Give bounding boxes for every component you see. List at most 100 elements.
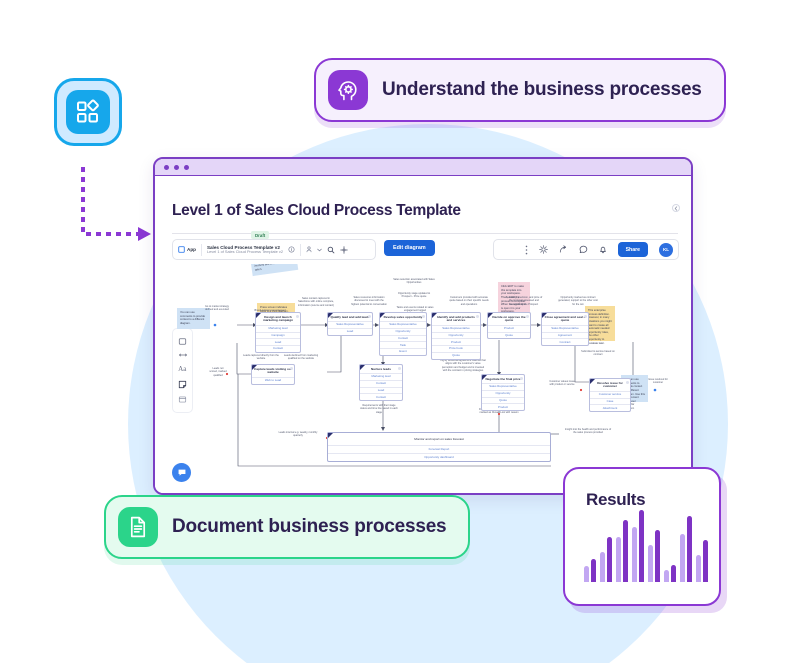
app-switcher-label: App <box>187 247 196 252</box>
frame-icon[interactable] <box>178 395 187 404</box>
app-switcher-button[interactable]: App <box>178 246 196 253</box>
results-bar-chart <box>584 510 708 582</box>
diagram-node[interactable]: Decide on approve the quote Product Quot… <box>487 312 531 340</box>
window-maximize-dot[interactable] <box>184 164 189 170</box>
document-subtitle: Level 1 of Sales Cloud Process Template … <box>206 248 283 254</box>
title-divider <box>172 233 678 234</box>
info-icon[interactable] <box>288 246 295 253</box>
edge-label: Customer values issue with product or se… <box>549 380 575 387</box>
bar <box>607 537 612 582</box>
diagram-node[interactable]: Capture leads visiting our website Web t… <box>251 364 295 385</box>
node-row: Opportunity <box>482 389 524 397</box>
bar <box>680 534 685 582</box>
bar <box>703 540 708 582</box>
bar <box>655 530 660 582</box>
bar-group <box>584 558 596 582</box>
sticky-note[interactable]: You can use comments to provide context … <box>177 308 210 329</box>
diagram-lane[interactable]: Monitor and report on sales forecast For… <box>327 432 551 462</box>
node-title: Develop sales opportunity <box>383 314 423 319</box>
line-icon[interactable] <box>178 352 188 358</box>
edge-label: Go to market strategy defined and execut… <box>204 305 230 312</box>
node-row: Sales Representative <box>380 320 426 328</box>
bar <box>623 520 628 582</box>
node-row: Marketing lead <box>256 324 300 332</box>
sticky-note[interactable]: This enterprise process definition. Howe… <box>585 306 615 345</box>
node-row: Contact <box>360 379 402 387</box>
results-card: Results <box>563 467 721 606</box>
edge-label: Suitability, precision, and price of the… <box>505 296 543 306</box>
status-badge-draft: Draft <box>251 231 270 239</box>
edge-label: Brand awareness increased <box>254 309 286 312</box>
badge-understand-label: Understand the business processes <box>382 79 702 100</box>
node-row: Sales Representative <box>328 320 372 328</box>
diagram-node[interactable]: Resolve issue for customer Customer serv… <box>589 378 631 413</box>
diagram-node[interactable]: Develop sales opportunity Sales Represen… <box>379 312 427 357</box>
diagram-canvas[interactable]: You can use comments to provide context … <box>155 264 691 493</box>
node-title: Design and launch marketing campaign <box>262 314 294 323</box>
diagram-node[interactable]: Qualify lead and add leads Sales Represe… <box>327 312 373 336</box>
node-title: Identify and add products and services <box>437 314 475 323</box>
diagram-node[interactable]: Negotiate the final price Sales Represen… <box>481 374 525 412</box>
edge-label: Leads captured directly from the website <box>243 354 279 361</box>
badge-document-business-processes[interactable]: Document business processes <box>104 495 471 559</box>
node-row: Campaign <box>256 331 300 339</box>
node-row: Customer service <box>590 390 630 398</box>
app-launcher-badge[interactable] <box>54 78 122 146</box>
bar <box>584 566 589 582</box>
bar <box>632 527 637 582</box>
fit-to-screen-icon[interactable] <box>340 245 348 254</box>
window-close-dot[interactable] <box>164 164 169 170</box>
document-title-block[interactable]: Sales Cloud Process Template v2 Level 1 … <box>207 245 283 255</box>
bar <box>591 558 596 582</box>
svg-text:Aa: Aa <box>178 366 187 374</box>
page-title: Level 1 of Sales Cloud Process Template <box>172 202 461 219</box>
diagram-node[interactable]: Design and launch marketing campaign Mar… <box>255 312 301 354</box>
collapse-panel-button[interactable] <box>672 204 680 212</box>
edit-diagram-button[interactable]: Edit diagram <box>384 240 435 256</box>
diagram-node[interactable]: Close agreement and seal a quote Sales R… <box>541 312 589 347</box>
brightness-icon[interactable] <box>538 245 548 254</box>
edge-label: Opportunity stage updated to Prospect - … <box>397 292 431 299</box>
browser-window: Level 1 of Sales Cloud Process Template … <box>153 157 693 495</box>
sticky-note-icon[interactable] <box>178 380 187 389</box>
share-arrow-icon[interactable] <box>559 245 568 254</box>
node-row: Opportunity <box>380 327 426 335</box>
window-minimize-dot[interactable] <box>174 164 179 170</box>
diagram-node[interactable]: Identify and add products and services S… <box>431 312 481 361</box>
chevron-down-icon[interactable] <box>317 248 322 252</box>
document-icon <box>118 507 158 547</box>
toolbar-divider-1 <box>200 243 202 256</box>
edge-label: Sales resources information discussed to… <box>351 296 387 306</box>
share-button[interactable]: Share <box>617 242 648 257</box>
sticky-note[interactable]: Click EDIT to make this template into yo… <box>498 282 530 314</box>
node-row: Agreement <box>542 331 588 339</box>
badge-document-label: Document business processes <box>172 516 447 537</box>
dashed-connector-arrow <box>78 165 158 250</box>
node-row: Lead <box>328 327 372 335</box>
kebab-menu-icon[interactable] <box>525 245 528 255</box>
node-row: Task <box>380 341 426 348</box>
chat-bubble-icon[interactable] <box>172 463 191 482</box>
node-row: Lead <box>360 386 402 394</box>
comment-icon[interactable] <box>579 245 588 254</box>
bar <box>616 537 621 582</box>
avatar[interactable]: KL <box>659 242 673 257</box>
diagram-node[interactable]: Nurture leads Marketing lead Contact Lea… <box>359 364 403 402</box>
search-icon[interactable] <box>327 246 335 254</box>
head-gear-icon <box>328 70 368 110</box>
node-title: Resolve issue for customer <box>597 380 623 389</box>
lane-title: Monitor and report on sales forecast <box>414 437 464 441</box>
node-row: Contract <box>542 338 588 345</box>
shape-icon[interactable] <box>178 337 187 346</box>
edge-label: Sales selection associated with Sales Op… <box>393 278 435 285</box>
person-icon[interactable] <box>306 246 312 253</box>
bar-group <box>680 515 692 582</box>
node-row: Contact <box>380 334 426 342</box>
text-icon[interactable]: Aa <box>178 364 188 374</box>
node-row: Price book <box>432 345 480 352</box>
bar-group <box>632 510 644 582</box>
bell-icon[interactable] <box>599 245 607 254</box>
badge-understand-business-processes[interactable]: Understand the business processes <box>314 58 726 122</box>
bar <box>696 554 701 582</box>
